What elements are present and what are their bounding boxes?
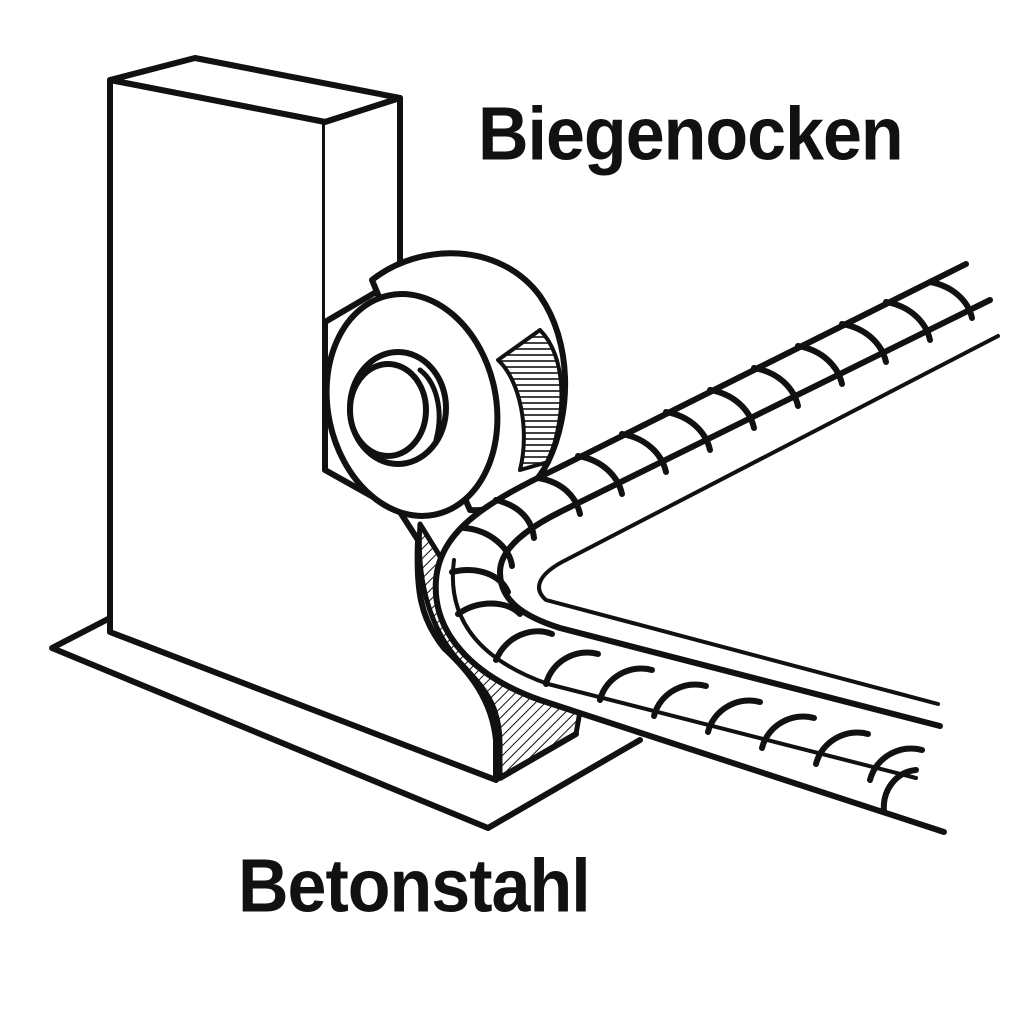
label-bending-cam: Biegenocken [478,91,904,176]
rebar [432,261,1000,835]
label-rebar: Betonstahl [238,843,591,928]
